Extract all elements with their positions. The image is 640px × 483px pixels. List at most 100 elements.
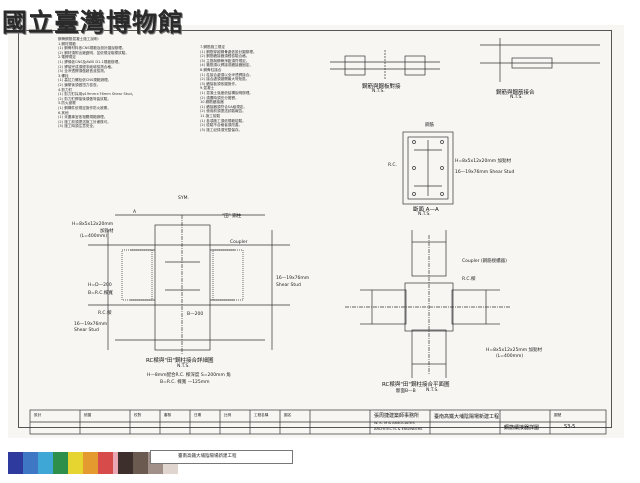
beam-column-plan <box>345 230 510 378</box>
rebar-coupler-scale: N.T.S. <box>510 95 523 100</box>
rebar-coupler-title: 鋼筋與鋼筋接合 <box>496 90 535 96</box>
drawing-frame <box>18 30 612 428</box>
note-line: (3) 主筋與鋼骨淨距須符規定。 <box>200 58 250 63</box>
elev-stud-left-label: 16—19x76mm <box>74 322 108 327</box>
elev-note-1: H—8mm配合R.C. 樑深度 S=200mm 角 <box>147 373 231 378</box>
project-name: 臺南高鐵大埔陰陽場新建工程 <box>434 414 500 420</box>
note-line: (2) 澆置時須充分搗實。 <box>200 95 239 100</box>
color-swatch <box>23 452 38 474</box>
note-line: 2.電銲規定 <box>58 55 76 60</box>
note-line: (3) 施工紀錄須完整保存。 <box>200 127 243 132</box>
color-swatch <box>118 452 133 474</box>
section-aa-drawing <box>402 131 454 205</box>
elev-title: RC樑與"田"鋼柱接合詳細圖 <box>146 358 214 364</box>
note-line: (1) 鋼骨材料依CNS規範及設計圖說辦理。 <box>58 46 126 51</box>
rebar-coupler-detail <box>480 38 600 82</box>
title-field-approve: 審核 <box>164 413 172 417</box>
note-line: (2) 鋼材須附出廠證明，並依規定取樣試驗。 <box>58 50 129 55</box>
color-swatch <box>83 452 98 474</box>
title-field-date: 日期 <box>194 413 202 417</box>
note-line: 4.剪力釘 <box>58 87 73 92</box>
plan-len-label: (L=400mm) <box>496 354 524 359</box>
elev-coupler-label: Coupler <box>230 240 248 245</box>
plan-title: RC樑與"田"鋼柱接合平面圖 <box>382 382 450 388</box>
plan-section: 斷面B—B <box>396 389 416 394</box>
notes-column-2: 7.鋼筋施工規定 (1) 鋼筋穿越鋼骨處依設計圖辦理。 (2) 鋼筋續接器須經檢… <box>200 45 257 132</box>
note-line: 11.施工檢驗 <box>200 113 221 118</box>
rebar-plate-title: 鋼筋與鋼板對接 <box>362 84 401 90</box>
color-swatch <box>8 452 23 474</box>
section-aa-rc-label: R.C. <box>388 163 397 168</box>
note-line: (2) 銲接完成須經非破壞檢測合格。 <box>58 64 115 69</box>
rebar-plate-scale: N.T.S. <box>372 89 385 94</box>
note-line: 5.防火被覆 <box>58 101 76 106</box>
notes-column-1: 鋼骨鋼筋混凝土施工說明：1.鋼材規範 (1) 鋼骨材料依CNS規範及設計圖說辦理… <box>58 37 135 129</box>
note-line: (1) 續接器須符合SA級規定。 <box>200 104 247 109</box>
note-line: (1) 柱接合處須以全滲透銲接合。 <box>200 72 253 77</box>
section-aa-top-label: 鋼筋 <box>425 123 434 128</box>
note-line: (1) 未盡事宜依相關規範辦理。 <box>58 115 108 120</box>
title-field-name: 圖名 <box>284 413 292 417</box>
note-line: 6.其他 <box>58 110 69 115</box>
note-line: 8.鋼骨柱接合 <box>200 67 222 72</box>
title-field-number: 圖號 <box>554 413 562 417</box>
note-line: (4) 箍筋須以銲接或續接器固定。 <box>200 63 253 68</box>
note-line: (1) 高拉力螺栓依CNS規範辦理。 <box>58 78 112 83</box>
caption-box <box>150 450 293 464</box>
firm-name-en-2: ARCHITECTS & ENGINEERS <box>374 427 423 431</box>
note-line: (2) 接合處須避開最大彎矩區。 <box>200 77 250 82</box>
title-field-check: 校對 <box>134 413 142 417</box>
color-swatch <box>68 452 83 474</box>
note-line: 7.鋼筋施工規定 <box>200 45 225 49</box>
drawing-sheet <box>8 25 624 438</box>
note-line: 1.鋼材規範 <box>58 41 76 46</box>
elev-col-label: "田" 鋼柱 <box>222 214 242 219</box>
title-block-lines <box>29 409 607 435</box>
note-line: (3) 施工時須注意安全。 <box>58 124 97 129</box>
elev-plate-label: H=8x5x12x20mm <box>72 222 114 227</box>
elev-a-label: A <box>133 210 137 215</box>
note-line: (3) 全滲透銲須做超音波檢測。 <box>58 69 108 74</box>
color-swatch <box>133 452 148 474</box>
color-swatch <box>53 452 68 474</box>
title-field-scale: 比例 <box>224 413 232 417</box>
plan-scale: N.T.S. <box>426 388 439 393</box>
note-line: (2) 鋼筋續接器須經檢驗合格。 <box>200 54 250 59</box>
note-line: (1) 銲條依CNS及AWS D1.1規範辦理。 <box>58 59 122 64</box>
note-line: (1) 各項施工須依規範檢驗。 <box>200 118 246 123</box>
section-aa-plate-label: H=8x5x12x20mm 加勁材 <box>455 159 512 164</box>
drawing-number: S3-5 <box>564 424 576 430</box>
elev-stiff-label: 加勁材 <box>100 229 114 234</box>
note-line: (2) 檢驗不合格者須改善。 <box>200 123 243 128</box>
title-field-project: 工程名稱 <box>254 413 269 417</box>
title-field-design: 設計 <box>34 413 42 417</box>
elev-b200-label: B—200 <box>187 312 204 317</box>
note-line: (1) 剪力釘採用ψ19mm×76mm Shear Stud。 <box>58 92 136 97</box>
plan-coupler-label: Coupler (鋼筋接續器) <box>462 259 507 264</box>
elev-stud-left-label-2: Shear Stud <box>74 328 99 333</box>
color-swatch <box>98 452 113 474</box>
color-swatch <box>38 452 53 474</box>
plan-rc-label: R.C.樑 <box>462 277 476 282</box>
section-aa-stud-label: 16—19x76mm Shear Stud <box>455 170 515 175</box>
beam-column-elevation <box>88 214 290 355</box>
section-aa-title: 斷面 A—A <box>413 207 439 213</box>
museum-logo: 國立臺灣博物館 <box>2 8 185 37</box>
note-line: 3.螺栓 <box>58 73 69 78</box>
elev-len-label: (L=400mm) <box>80 234 108 239</box>
elev-stud-right-label: 16—19x76mm <box>276 276 310 281</box>
note-line: 9.混凝土 <box>200 86 215 91</box>
elev-scale: N.T.S. <box>177 364 190 369</box>
elev-stud-right-label-2: Shear Stud <box>276 283 301 288</box>
note-line: (2) 施工前須提送施工計畫核可。 <box>58 119 111 124</box>
note-line: (1) 鋼構件依規定施作防火被覆。 <box>58 105 111 110</box>
firm-name-cn: 張周捷建築師事務所 <box>374 413 420 419</box>
note-line: 10.鋼筋續接器 <box>200 100 224 105</box>
elev-sym-label: SYM. <box>178 196 189 201</box>
rebar-plate-detail <box>330 50 440 80</box>
plan-plate-label: H=8x5x12x25mm 加勁材 <box>486 348 543 353</box>
elev-rc-label: R.C.樑 <box>98 311 112 316</box>
note-line: (1) 混凝土強度依結構說明辦理。 <box>200 90 253 95</box>
firm-name-en-1: W. K. M & ASSOCIATES <box>374 421 415 425</box>
